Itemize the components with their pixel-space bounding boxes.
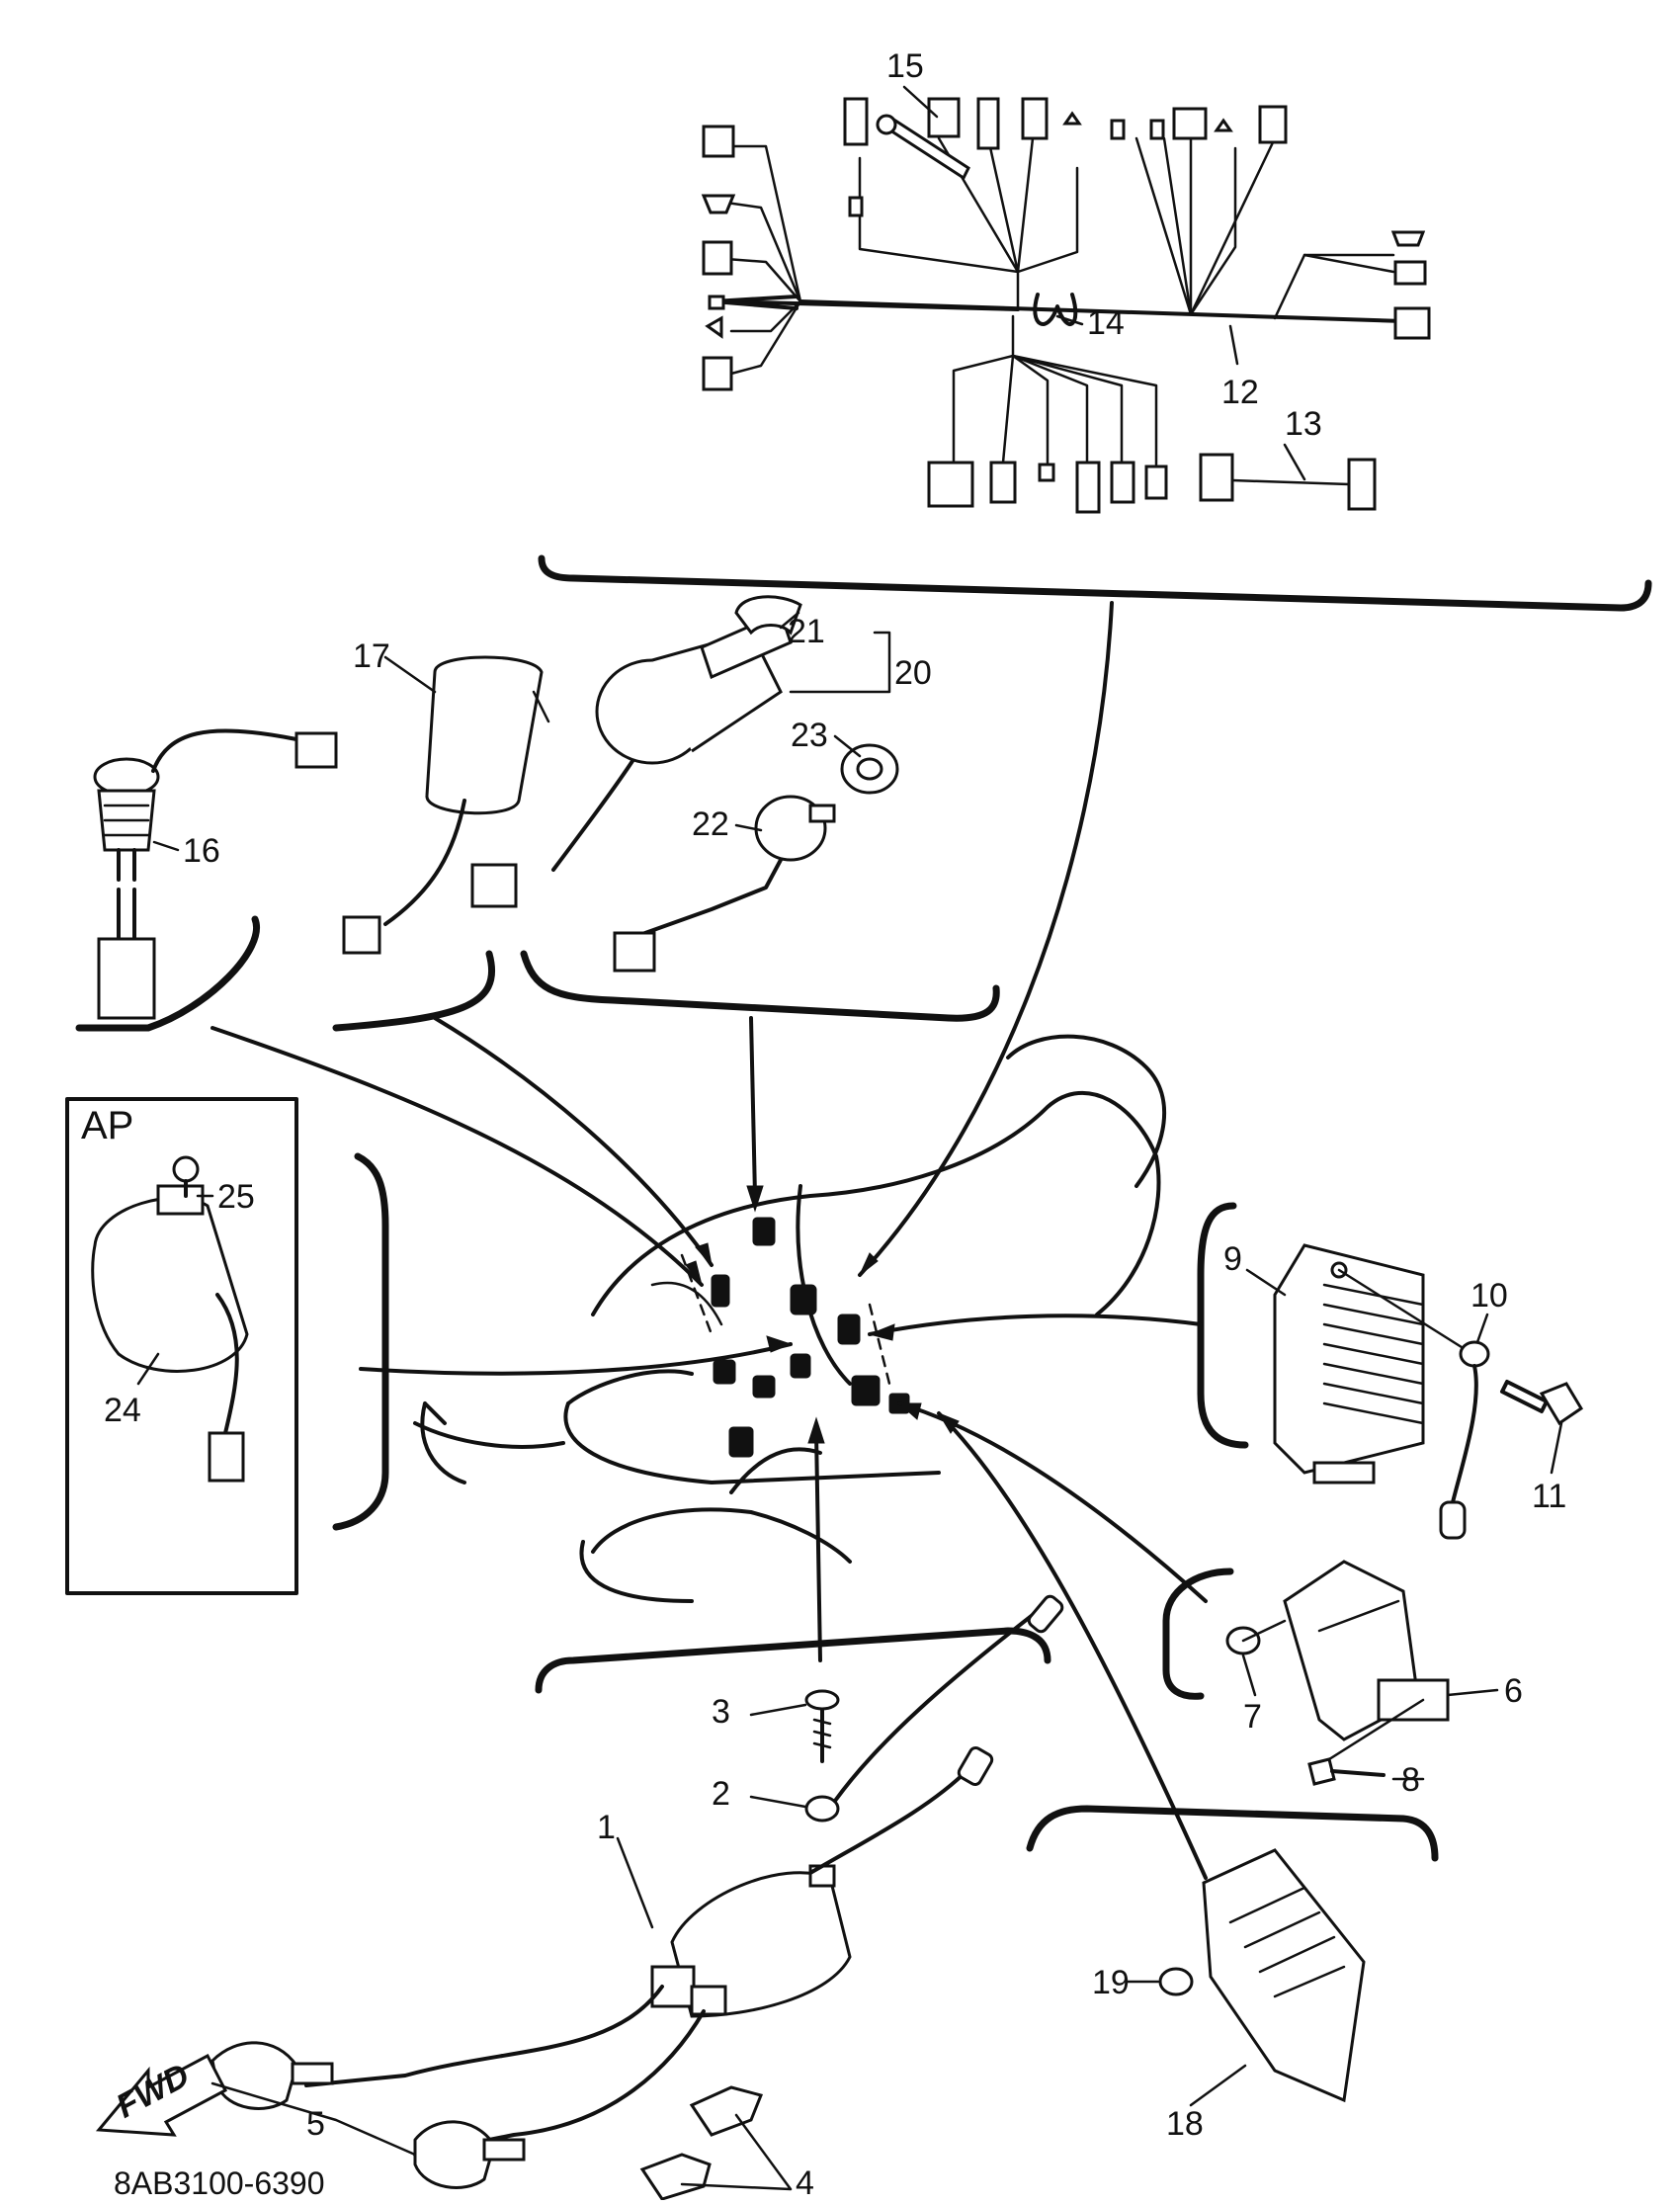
callout-5: 5 <box>306 2105 325 2143</box>
solenoid-24 <box>91 1155 249 1483</box>
callout-16: 16 <box>183 832 220 870</box>
nut-19 <box>1158 1967 1194 1996</box>
callout-17: 17 <box>353 637 390 675</box>
regulator-9 <box>1273 1243 1425 1484</box>
leader-9-10 <box>1337 1268 1474 1356</box>
bracket-9 <box>1197 1202 1249 1449</box>
module-6 <box>1283 1560 1450 1741</box>
callout-22: 22 <box>692 806 729 843</box>
callout-11: 11 <box>1532 1478 1566 1515</box>
callout-6: 6 <box>1504 1672 1523 1710</box>
callout-15: 15 <box>886 47 924 85</box>
bolt-8 <box>1307 1757 1386 1786</box>
bracket-6 <box>1162 1568 1234 1700</box>
fwd-arrow: FWD <box>95 2053 228 2137</box>
ground-lead-2 <box>804 1594 1064 1823</box>
callout-23: 23 <box>791 717 828 754</box>
snowmobile-body <box>413 1034 1167 1603</box>
callout-10: 10 <box>1470 1277 1508 1315</box>
callout-12: 12 <box>1221 374 1259 411</box>
clip-4 <box>639 2085 764 2201</box>
bolt-11 <box>1500 1380 1584 1426</box>
module-18 <box>1202 1848 1366 2103</box>
inset-box <box>65 1097 298 1595</box>
coil-1 <box>650 1745 994 2018</box>
callout-20: 20 <box>894 654 932 692</box>
drawing-code: 8AB3100-6390 <box>114 2165 325 2200</box>
sensor-16 <box>93 728 338 1020</box>
bracket-18 <box>1026 1805 1439 1862</box>
wire-harness <box>701 97 1431 514</box>
switch-20 <box>470 595 802 908</box>
mounted-parts <box>711 1217 910 1458</box>
callout-14: 14 <box>1087 304 1125 342</box>
callout-7: 7 <box>1243 1698 1262 1736</box>
callout-leaders <box>136 85 1563 2191</box>
callout-1: 1 <box>597 1809 616 1846</box>
callout-9: 9 <box>1223 1240 1242 1278</box>
callout-8: 8 <box>1401 1761 1420 1799</box>
callout-21: 21 <box>788 613 825 650</box>
callout-24: 24 <box>104 1392 141 1429</box>
pot-22 <box>613 795 836 973</box>
bracket-coil <box>535 1627 1051 1694</box>
callout-labels: 15 14 12 13 16 17 21 20 23 22 AP 25 24 9… <box>81 47 1566 2202</box>
callout-19: 19 <box>1092 1964 1130 2001</box>
bracket-20 <box>520 950 1000 1022</box>
inset-label: AP <box>81 1104 133 1147</box>
bracket-ap <box>332 1152 389 1531</box>
bracket-16 <box>75 915 260 1032</box>
screw-3 <box>804 1689 840 1763</box>
capacitor-17 <box>342 655 550 955</box>
callout-13: 13 <box>1285 405 1322 443</box>
callout-2: 2 <box>712 1775 730 1813</box>
plug-lead-5 <box>210 1985 706 2189</box>
leader-lines <box>210 601 1208 1880</box>
ground-wire-10 <box>1439 1340 1490 1540</box>
callout-18: 18 <box>1166 2105 1204 2143</box>
callout-25: 25 <box>217 1178 255 1216</box>
bracket-harness <box>538 554 1652 612</box>
callout-3: 3 <box>712 1693 730 1731</box>
bracket-17 <box>332 950 496 1032</box>
callout-4: 4 <box>796 2164 814 2200</box>
